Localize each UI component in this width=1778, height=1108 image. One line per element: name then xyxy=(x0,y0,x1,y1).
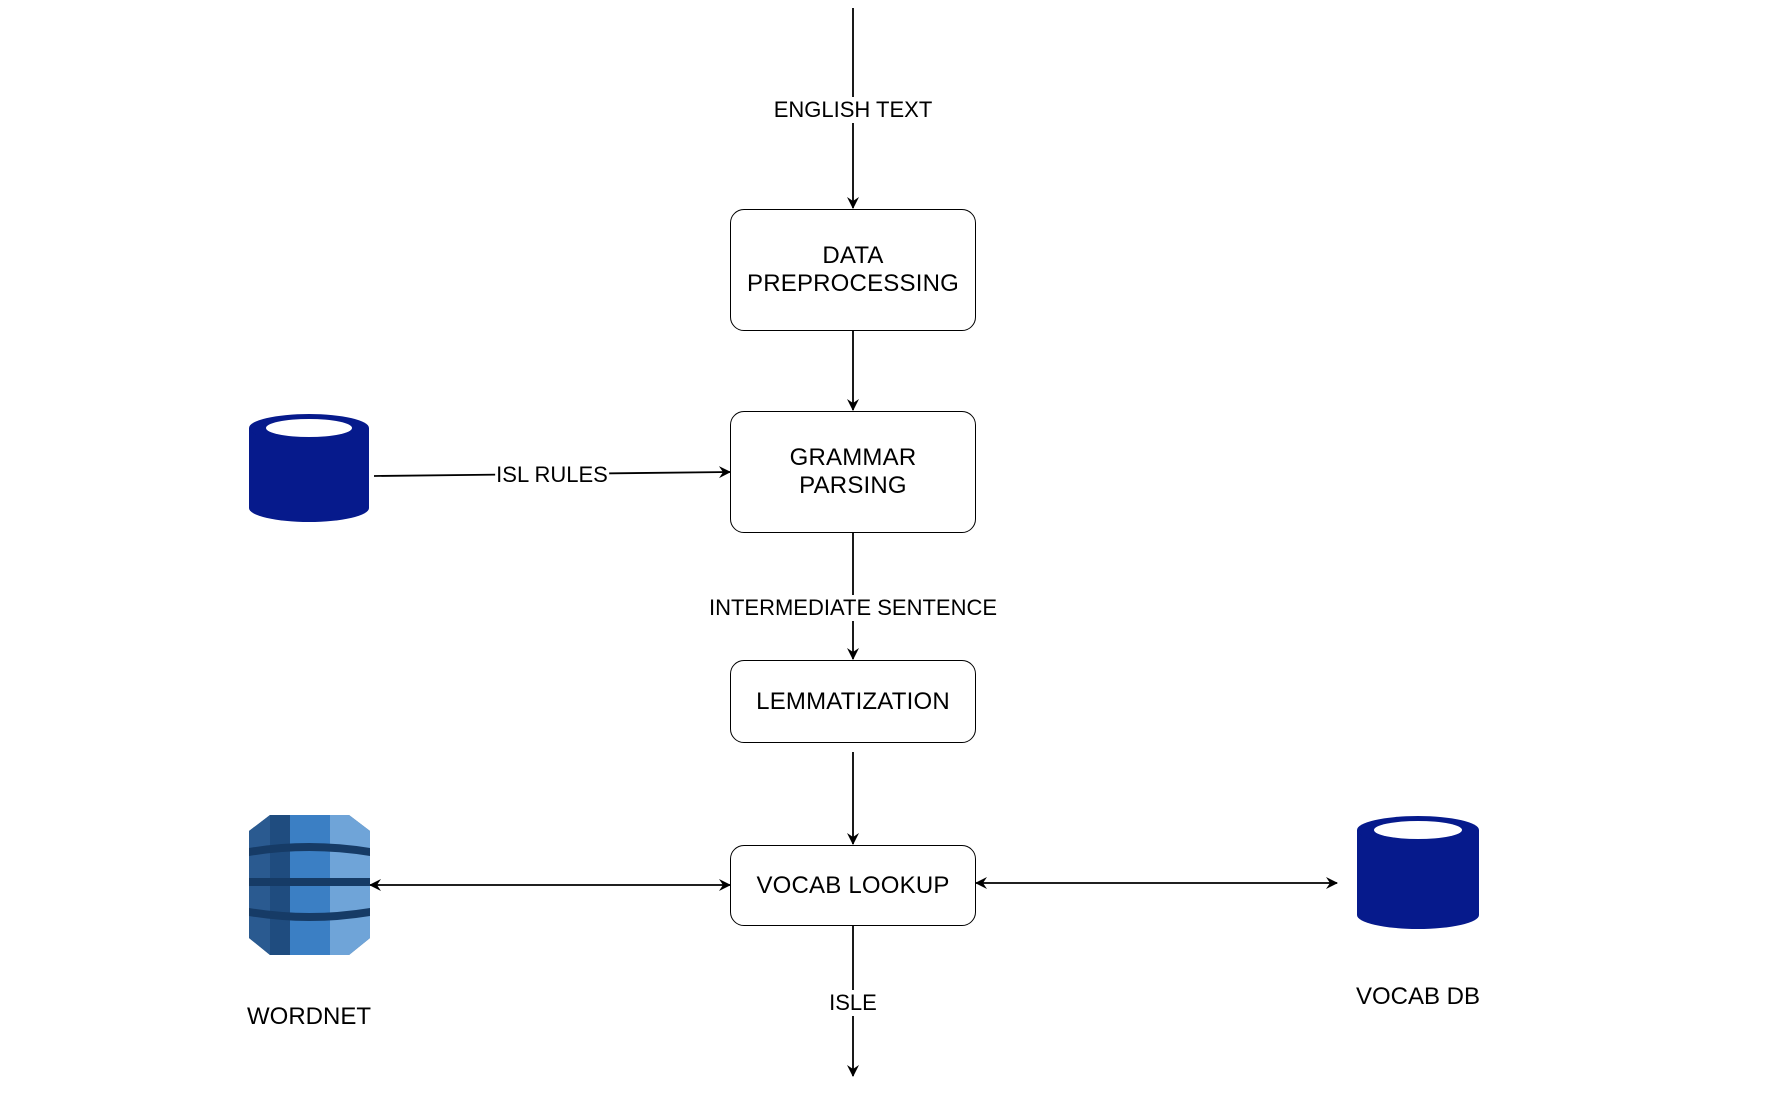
isl-rules-label: ISL RULES xyxy=(495,462,609,488)
isl-rules-database-icon xyxy=(249,414,369,522)
lemmatization-box[interactable]: LEMMATIZATION xyxy=(730,660,976,743)
data-preprocessing-label: DATA PREPROCESSING xyxy=(747,242,959,297)
vocab-lookup-box[interactable]: VOCAB LOOKUP xyxy=(730,845,976,926)
vocab-db-label: VOCAB DB xyxy=(1355,983,1481,1010)
wordnet-label: WORDNET xyxy=(247,1003,371,1030)
lemmatization-label: LEMMATIZATION xyxy=(756,687,950,715)
grammar-parsing-label: GRAMMAR PARSING xyxy=(789,444,917,499)
wordnet-dynamodb-icon xyxy=(249,815,370,955)
isle-label: ISLE xyxy=(828,990,878,1016)
intermediate-sentence-label: INTERMEDIATE SENTENCE xyxy=(707,595,999,621)
english-text-label: ENGLISH TEXT xyxy=(772,97,934,123)
data-preprocessing-box[interactable]: DATA PREPROCESSING xyxy=(730,209,976,331)
vocab-db-database-icon xyxy=(1357,816,1479,929)
grammar-parsing-box[interactable]: GRAMMAR PARSING xyxy=(730,411,976,533)
vocab-lookup-label: VOCAB LOOKUP xyxy=(756,871,950,899)
